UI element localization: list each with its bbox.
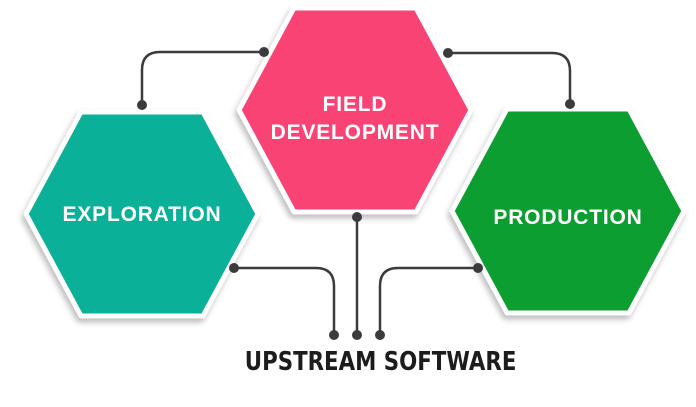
- connector-dot: [375, 330, 385, 340]
- diagram-title-text: UPSTREAM SOFTWARE: [244, 347, 517, 377]
- connector-dot: [473, 263, 483, 273]
- connector-dot: [229, 263, 239, 273]
- connector-dot: [443, 48, 453, 58]
- connector-dot: [137, 100, 147, 110]
- hexagon-field-development: [236, 5, 474, 215]
- connector-field-to-production: [446, 51, 572, 106]
- connector-dot: [565, 99, 575, 109]
- connector-dot: [329, 330, 339, 340]
- diagram-title: UPSTREAM SOFTWARE: [215, 347, 517, 377]
- connector-dot: [352, 330, 362, 340]
- connector-exploration-to-hub: [232, 266, 336, 337]
- connector-dot: [259, 47, 269, 57]
- hexagon-group: [23, 5, 687, 319]
- connector-production-to-hub: [378, 266, 480, 337]
- connector-lines: [140, 50, 572, 337]
- connector-dots: [137, 47, 575, 340]
- connector-dot: [352, 212, 362, 222]
- connector-exploration-to-field: [140, 50, 266, 107]
- hexagon-exploration: [23, 109, 261, 319]
- hexagon-production: [449, 106, 687, 316]
